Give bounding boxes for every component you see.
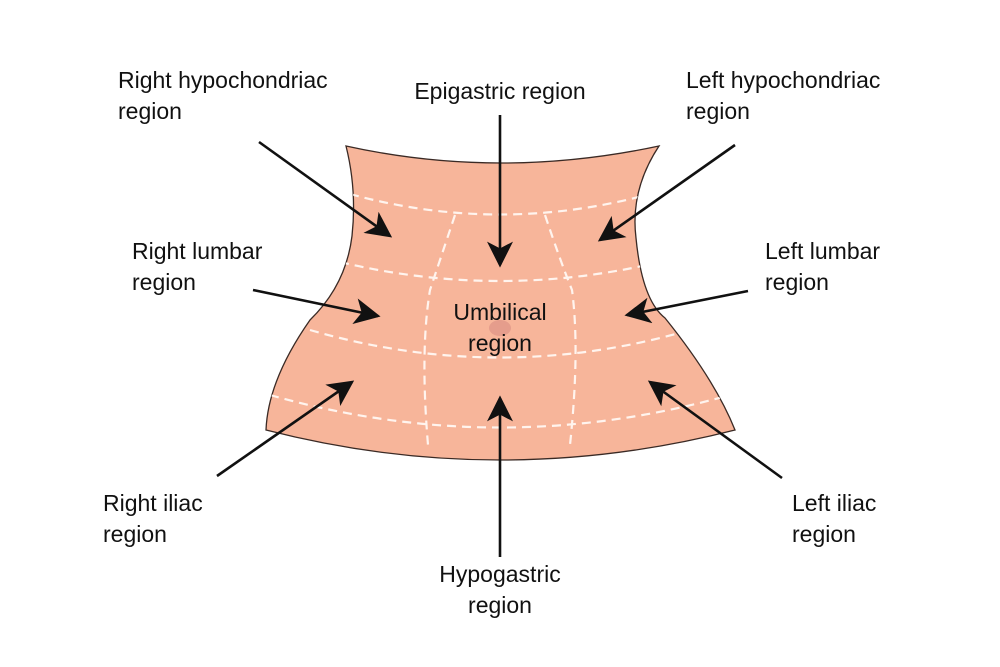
arrow-right-lumbar (252, 288, 381, 324)
arrow-left-iliac (647, 380, 783, 480)
divider-middle-lower (309, 328, 691, 359)
label-left-lumbar: Left lumbar region (765, 238, 881, 295)
label-left-iliac: Left iliac region (792, 490, 877, 547)
arrow-left-lumbar (624, 289, 749, 324)
label-epigastric: Epigastric region (414, 78, 586, 104)
navel-mark (489, 320, 511, 336)
divider-left-vertical (423, 214, 457, 446)
arrow-right-hypochondriac (258, 140, 393, 238)
label-right-iliac: Right iliac region (103, 490, 203, 547)
label-umbilical: Umbilical region (453, 299, 547, 356)
label-right-hypochondriac: Right hypochondriac region (118, 67, 328, 124)
label-right-lumbar: Right lumbar region (132, 238, 263, 295)
pointer-arrows (216, 115, 783, 557)
label-hypogastric: Hypogastric region (439, 561, 561, 618)
arrow-right-iliac (216, 380, 355, 478)
arrow-left-hypochondriac (597, 143, 736, 242)
divider-right-vertical (543, 214, 577, 446)
label-left-hypochondriac: Left hypochondriac region (686, 67, 881, 124)
